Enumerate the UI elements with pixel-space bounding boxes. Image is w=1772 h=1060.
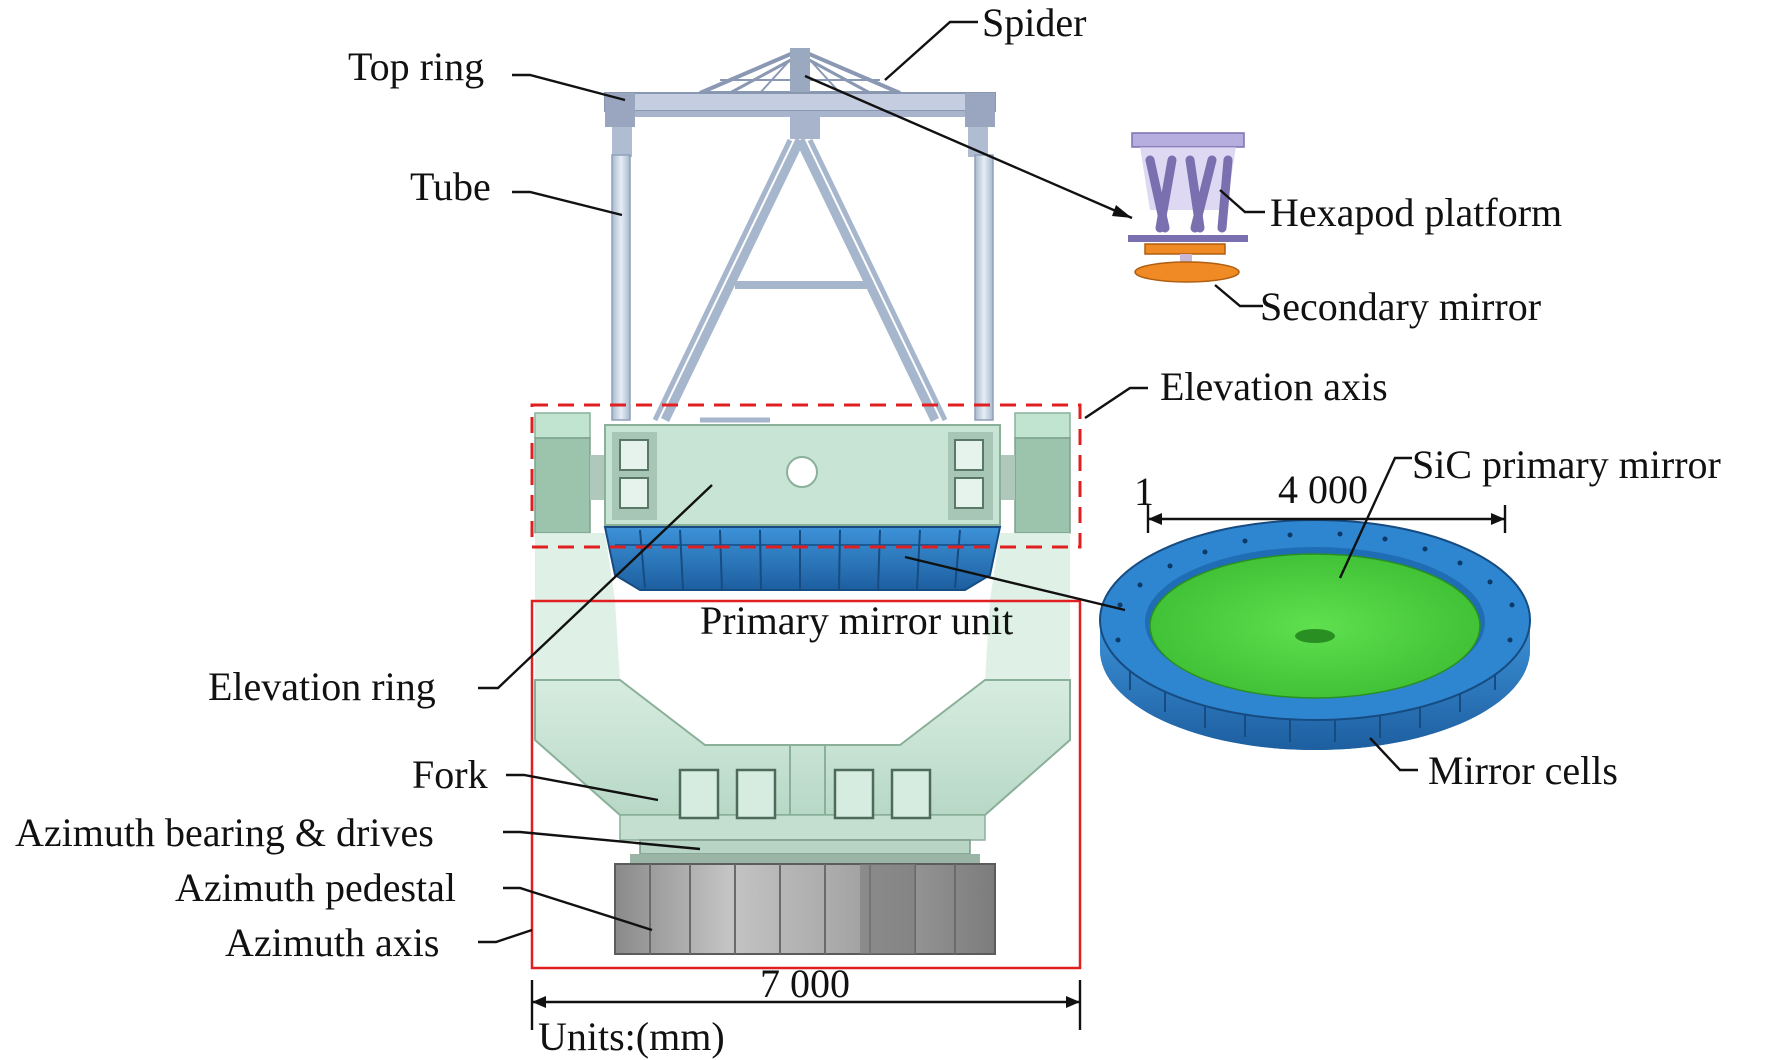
spider — [699, 47, 901, 95]
dimension-arrow — [1491, 513, 1505, 525]
label-spider: Spider — [982, 0, 1086, 45]
label-primary-mirror-unit: Primary mirror unit — [700, 598, 1013, 643]
leader-lines — [478, 20, 1418, 944]
primary-mirror-unit — [603, 526, 1002, 591]
label-azimuth-bearing-drives: Azimuth bearing & drives — [15, 810, 434, 855]
label-top-ring: Top ring — [348, 44, 484, 89]
label-secondary-mirror: Secondary mirror — [1260, 284, 1541, 329]
lower-assembly-highlight — [530, 599, 1082, 970]
sic-primary-mirror-assembly — [1099, 519, 1531, 750]
tube — [611, 154, 994, 421]
dimension-arrow — [1066, 996, 1080, 1008]
label-elevation-ring: Elevation ring — [208, 664, 436, 709]
dimension-arrow — [532, 996, 546, 1008]
label-fork: Fork — [412, 752, 488, 797]
label-tube: Tube — [410, 164, 491, 209]
dimension-arrow — [1148, 513, 1162, 525]
top-ring — [604, 92, 996, 157]
azimuth-pedestal — [614, 863, 996, 955]
elevation-axis-highlight — [530, 403, 1082, 549]
elevation-axis-assembly — [534, 412, 1071, 534]
units-label: Units:(mm) — [538, 1014, 725, 1059]
dimension-telescope-width: 7 000 — [760, 961, 850, 1006]
label-elevation-axis: Elevation axis — [1160, 364, 1388, 409]
azimuth-bearing — [630, 839, 980, 864]
label-sic-primary-mirror: SiC primary mirror — [1412, 442, 1721, 487]
hexapod-platform — [1128, 132, 1248, 242]
fork — [534, 533, 1071, 841]
label-azimuth-axis: Azimuth axis — [225, 920, 439, 965]
dimension-mirror-diameter: 4 000 — [1278, 467, 1368, 512]
truss — [652, 138, 948, 423]
dimension-lines — [530, 505, 1507, 1030]
label-hexapod-platform: Hexapod platform — [1270, 190, 1562, 235]
secondary-mirror — [1134, 243, 1240, 283]
dimension-mirror-prefix: 1 — [1134, 469, 1154, 514]
label-mirror-cells: Mirror cells — [1428, 748, 1618, 793]
label-azimuth-pedestal: Azimuth pedestal — [175, 865, 456, 910]
